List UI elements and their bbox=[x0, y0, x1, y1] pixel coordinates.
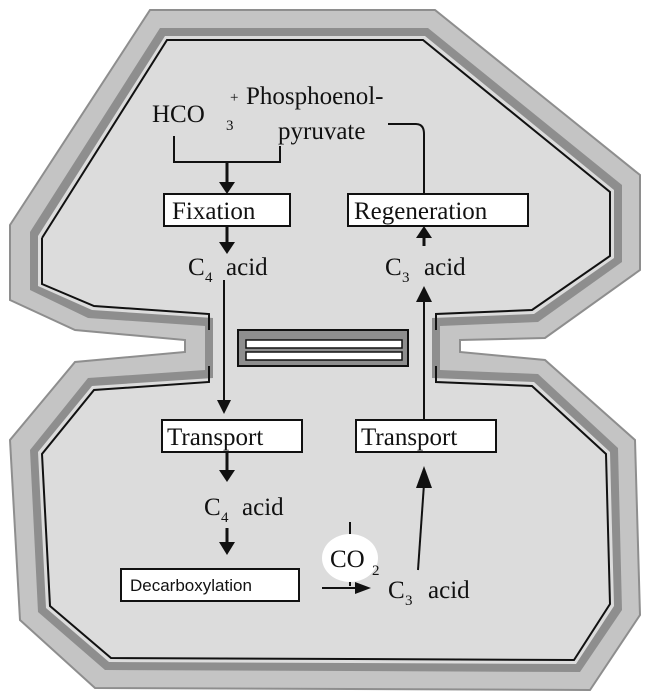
arrowhead-transport-to-c4 bbox=[219, 470, 235, 482]
transport-left-box bbox=[161, 419, 303, 453]
arrowhead-to-fixation bbox=[219, 182, 235, 194]
c3-acid-top-sub: 3 bbox=[402, 270, 410, 286]
regeneration-box bbox=[347, 193, 529, 227]
arrowhead-c3-to-transport bbox=[416, 466, 432, 488]
c4-acid-top-c: C bbox=[188, 254, 205, 281]
c3-acid-top-text: acid bbox=[424, 254, 466, 281]
fixation-box bbox=[163, 193, 291, 227]
c4-acid-top-sub: 4 bbox=[205, 270, 213, 286]
hco3-subscript: 3 bbox=[226, 118, 234, 134]
cell-outline-top bbox=[41, 39, 611, 330]
co2-label: CO bbox=[330, 546, 365, 573]
transport-left-label: Transport bbox=[167, 424, 263, 451]
pep-return-line bbox=[388, 123, 425, 194]
c3-acid-bottom-text: acid bbox=[428, 577, 470, 604]
c4-acid-top-text: acid bbox=[226, 254, 268, 281]
arrowhead-c3-to-regen bbox=[416, 226, 432, 238]
arrow-c3-to-transport bbox=[417, 483, 425, 571]
plasmodesma bbox=[237, 329, 409, 367]
c3-acid-bottom-c: C bbox=[388, 577, 405, 604]
arrowhead-decarb-to-c3 bbox=[355, 582, 371, 594]
c3-acid-top-c: C bbox=[385, 254, 402, 281]
c3-acid-bottom-sub: 3 bbox=[405, 593, 413, 609]
arrowhead-c4-to-decarb bbox=[219, 542, 235, 555]
pep-label-line1: Phosphoenol- bbox=[246, 83, 384, 110]
co2-subscript: 2 bbox=[372, 563, 380, 579]
regeneration-label: Regeneration bbox=[354, 198, 488, 225]
arrowhead-fix-to-c4 bbox=[219, 242, 235, 254]
c4-acid-bottom-text: acid bbox=[242, 494, 284, 521]
pep-label-line2: pyruvate bbox=[278, 118, 365, 145]
hco3-label: HCO bbox=[152, 101, 205, 128]
cell-outline-top-left bbox=[41, 238, 210, 330]
decarboxylation-box bbox=[120, 568, 300, 602]
arrowhead-c4-down bbox=[217, 400, 231, 414]
arrowhead-c3-up bbox=[416, 286, 432, 302]
c4-acid-bottom-c: C bbox=[204, 494, 221, 521]
plus-sign: + bbox=[230, 90, 238, 106]
c4-acid-bottom-sub: 4 bbox=[221, 510, 229, 526]
cell-outline-bottom bbox=[40, 366, 612, 662]
transport-right-label: Transport bbox=[361, 424, 457, 451]
decarboxylation-label: Decarboxylation bbox=[130, 576, 252, 595]
fixation-label: Fixation bbox=[172, 198, 256, 225]
co2-highlight bbox=[322, 534, 378, 582]
transport-right-box bbox=[355, 419, 497, 453]
